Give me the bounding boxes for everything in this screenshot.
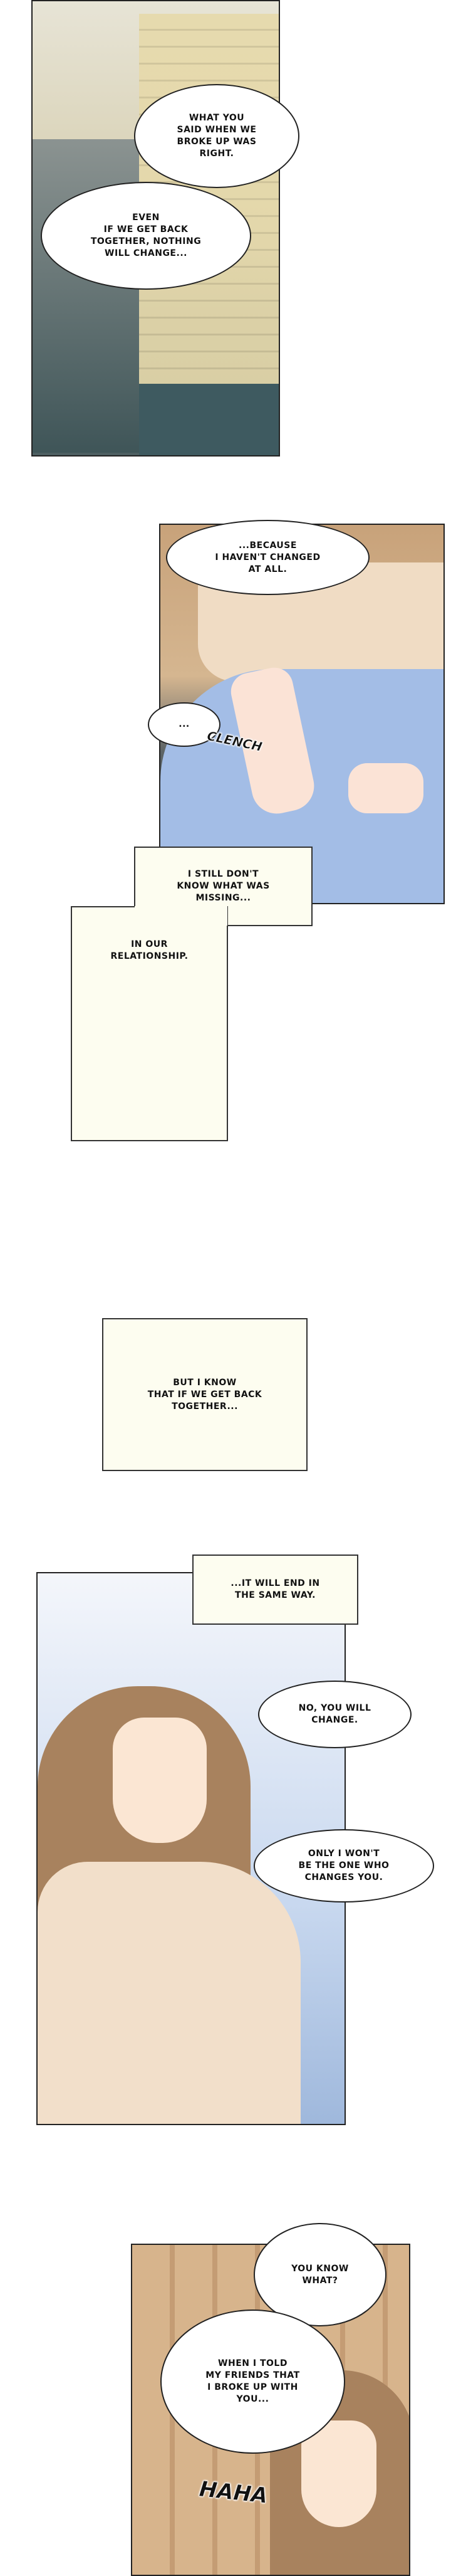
speech-bubble: When I told my friends that I broke up w… (160, 2309, 345, 2454)
narration-caption: But I know that if we get back together.… (102, 1318, 308, 1471)
face (301, 2420, 376, 2527)
table-chair (139, 384, 279, 455)
bubble-text: When I told my friends that I broke up w… (205, 2358, 300, 2404)
narration-caption: ...It will end in the same way. (192, 1555, 358, 1625)
panel-woman-portrait (36, 1572, 346, 2125)
speech-bubble: ... (148, 702, 220, 747)
caption-text: But I know that if we get back together.… (147, 1377, 262, 1412)
speech-bubble: Even if we get back together, nothing wi… (41, 182, 251, 290)
narration-caption: In our relationship. (71, 906, 228, 1141)
bubble-text: ...Because I haven't changed at all. (215, 540, 321, 574)
bubble-text: You know what? (291, 2263, 349, 2286)
caption-text: I still don't know what was missing... (177, 869, 270, 903)
bubble-text: What you said when we broke up was right… (177, 113, 257, 159)
speech-bubble: No, you will change. (258, 1681, 412, 1748)
bubble-text: No, you will change. (298, 1703, 371, 1725)
speech-bubble: What you said when we broke up was right… (134, 84, 299, 188)
blouse (38, 1862, 301, 2124)
caption-text: ...It will end in the same way. (231, 1578, 320, 1600)
hand (348, 763, 423, 813)
bubble-text: Only I won't be the one who changes you. (298, 1849, 390, 1882)
bubble-text: ... (179, 719, 190, 729)
bubble-text: Even if we get back together, nothing wi… (90, 213, 202, 258)
speech-bubble: ...Because I haven't changed at all. (166, 520, 370, 595)
caption-text: In our relationship. (110, 939, 189, 961)
speech-bubble: Only I won't be the one who changes you. (254, 1829, 434, 1903)
speech-bubble: You know what? (254, 2223, 386, 2326)
face (113, 1718, 207, 1843)
caption-overlap (135, 906, 227, 926)
